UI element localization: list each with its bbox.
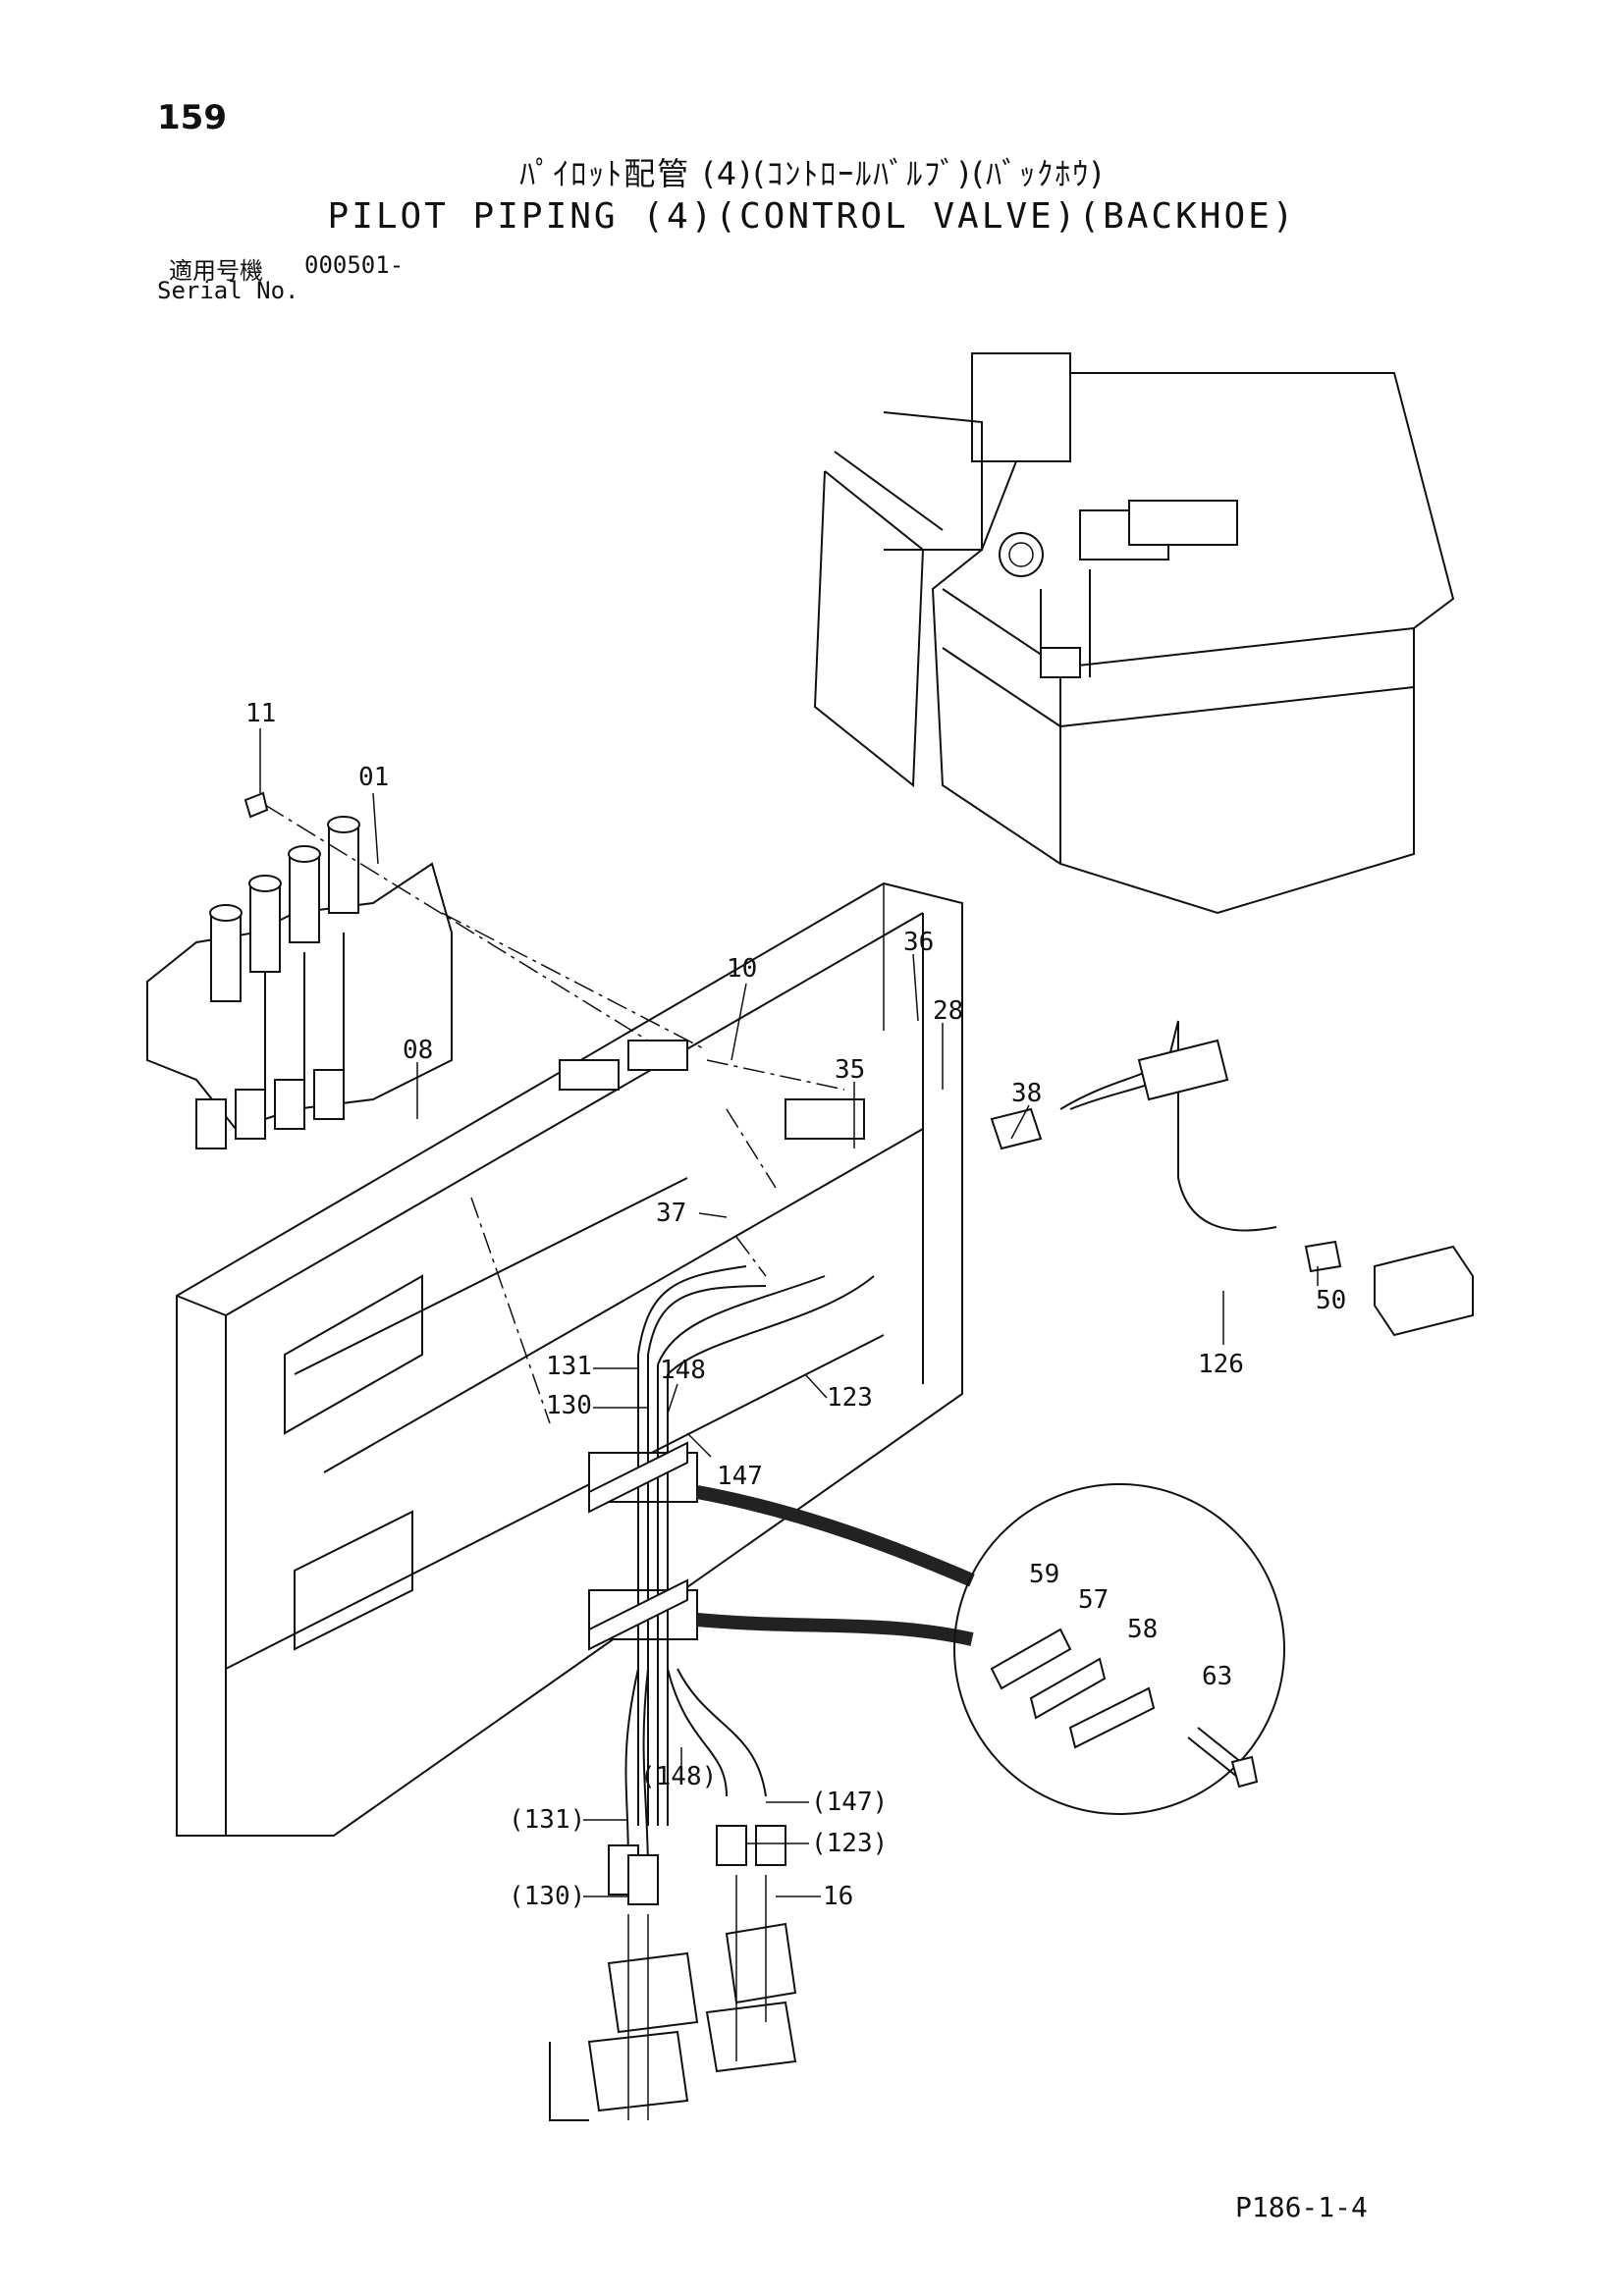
- detail-circle-drawing: [953, 1483, 1285, 1815]
- callout-28: 28: [933, 996, 963, 1026]
- callout-59: 59: [1029, 1560, 1059, 1589]
- callout-148: 148: [660, 1356, 706, 1385]
- title-japanese: ﾊﾟｲﾛｯﾄ配管 (4)(ｺﾝﾄﾛｰﾙﾊﾞﾙﾌﾞ)(ﾊﾞｯｸﾎｳ): [519, 155, 1105, 192]
- serial-label-japanese: 適用号機: [169, 257, 263, 285]
- page-number: 159: [157, 98, 227, 137]
- callout-58: 58: [1127, 1615, 1158, 1644]
- callout-63: 63: [1202, 1662, 1232, 1691]
- title-english: PILOT PIPING (4)(CONTROL VALVE)(BACKHOE): [327, 196, 1297, 237]
- hose-clamps-drawing: [588, 1441, 975, 1651]
- callout-50: 50: [1316, 1286, 1346, 1315]
- callout-123: 123: [827, 1383, 873, 1413]
- callout-08: 08: [403, 1036, 433, 1065]
- control-valve-drawing: [146, 791, 453, 1149]
- callout-131: 131: [546, 1352, 592, 1381]
- callout-labels: 11 01 10 36 28 08 35 38 37 50 126 131 14…: [245, 699, 1346, 1911]
- callout-57: 57: [1078, 1585, 1109, 1615]
- callout-37: 37: [656, 1199, 686, 1228]
- callout-11: 11: [245, 699, 276, 728]
- callout-130-ref: (130): [509, 1882, 585, 1911]
- serial-value: 000501-: [304, 251, 405, 279]
- callout-147: 147: [717, 1462, 763, 1491]
- callout-16: 16: [823, 1882, 853, 1911]
- callout-36: 36: [903, 928, 934, 957]
- callout-38: 38: [1011, 1079, 1042, 1108]
- callout-131-ref: (131): [509, 1805, 585, 1835]
- serial-label-english: Serial No.: [157, 277, 299, 304]
- callout-10: 10: [727, 954, 757, 984]
- callout-126: 126: [1198, 1350, 1244, 1379]
- callout-01: 01: [358, 763, 389, 792]
- callout-123-ref: (123): [811, 1829, 888, 1858]
- right-connector-block-drawing: [990, 1039, 1474, 1337]
- callout-35: 35: [835, 1055, 865, 1085]
- callout-147-ref: (147): [811, 1788, 888, 1817]
- lower-connectors-drawing: [549, 1825, 797, 2121]
- machine-body-drawing: [813, 352, 1455, 915]
- callout-leaders: [259, 728, 1319, 1897]
- document-code: P186-1-4: [1235, 2191, 1368, 2223]
- alignment-leaders: [264, 804, 845, 1424]
- callout-148-ref: (148): [640, 1762, 717, 1791]
- callout-130: 130: [546, 1391, 592, 1420]
